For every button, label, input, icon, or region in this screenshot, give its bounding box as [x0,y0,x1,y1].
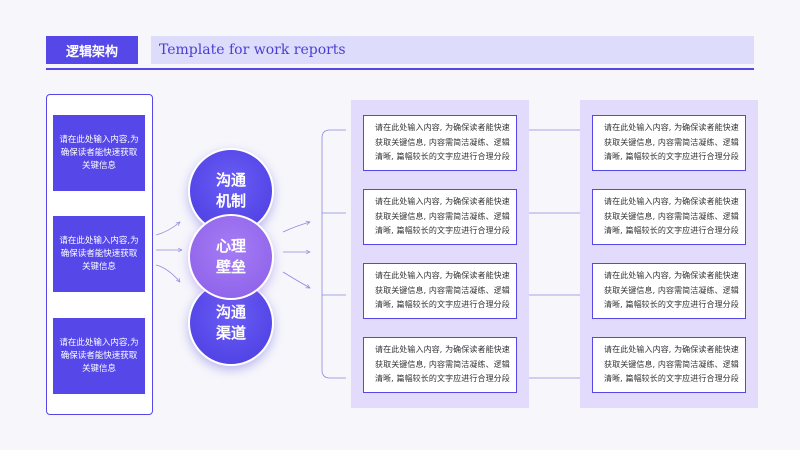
card-col2-row4: 请在此处输入内容, 为确保读者能快速获取关键信息, 内容需简洁凝练、逻辑清晰, … [592,337,746,393]
circle-psychological-barrier: 心理 壁垒 [188,214,274,300]
card-col2-row2: 请在此处输入内容, 为确保读者能快速获取关键信息, 内容需简洁凝练、逻辑清晰, … [592,189,746,245]
header-divider [46,68,754,70]
connector-left-3 [155,264,180,282]
left-box: 请在此处输入内容,为确保读者能快速获取关键信息 [53,115,145,191]
card-col1-row4: 请在此处输入内容, 为确保读者能快速获取关键信息, 内容需简洁凝练、逻辑清晰, … [363,337,517,393]
section-tag: 逻辑架构 [46,36,138,64]
left-box: 请在此处输入内容,为确保读者能快速获取关键信息 [53,216,145,292]
page-title: Template for work reports [151,36,754,64]
card-col1-row3: 请在此处输入内容, 为确保读者能快速获取关键信息, 内容需简洁凝练、逻辑清晰, … [363,263,517,319]
card-col1-row1: 请在此处输入内容, 为确保读者能快速获取关键信息, 内容需简洁凝练、逻辑清晰, … [363,115,517,171]
card-col1-row2: 请在此处输入内容, 为确保读者能快速获取关键信息, 内容需简洁凝练、逻辑清晰, … [363,189,517,245]
card-col2-row3: 请在此处输入内容, 为确保读者能快速获取关键信息, 内容需简洁凝练、逻辑清晰, … [592,263,746,319]
bracket [321,129,346,379]
card-col2-row1: 请在此处输入内容, 为确保读者能快速获取关键信息, 内容需简洁凝练、逻辑清晰, … [592,115,746,171]
connector-mid-3 [282,271,310,288]
left-box: 请在此处输入内容,为确保读者能快速获取关键信息 [53,318,145,394]
connector-left-1 [155,222,180,236]
connector-mid-1 [282,222,310,233]
